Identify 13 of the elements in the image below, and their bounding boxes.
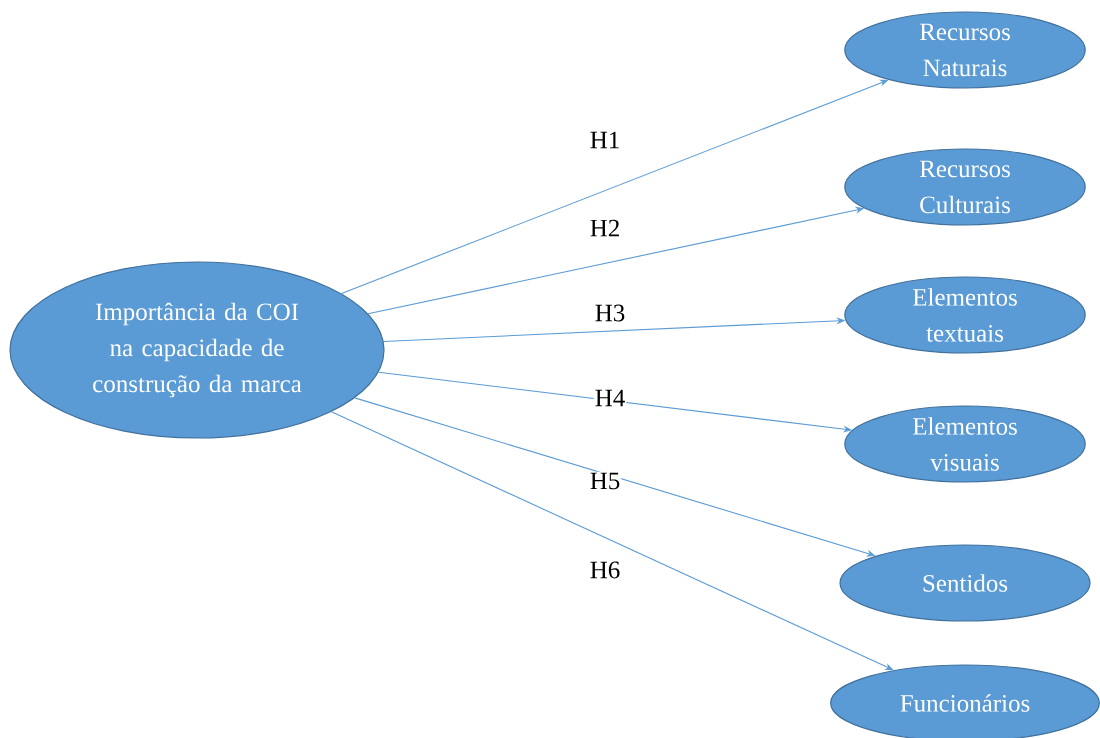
edge-label: H5 bbox=[588, 471, 622, 491]
ellipse-node: Elementos textuais bbox=[844, 276, 1086, 354]
ellipse-node: Recursos Culturais bbox=[844, 148, 1086, 226]
edge-label: H1 bbox=[588, 130, 622, 150]
ellipse-node: Importância da COI na capacidade de construção da marca bbox=[9, 261, 385, 439]
ellipse-node: Elementos visuais bbox=[844, 405, 1086, 483]
edge-label: H6 bbox=[588, 560, 622, 580]
ellipse-node: Sentidos bbox=[839, 544, 1091, 622]
ellipse-node: Funcionários bbox=[830, 664, 1100, 738]
edge-label: H2 bbox=[588, 218, 622, 238]
edge-label: H4 bbox=[593, 388, 627, 408]
edge-label: H3 bbox=[593, 303, 627, 323]
ellipse-node: Recursos Naturais bbox=[844, 11, 1086, 89]
